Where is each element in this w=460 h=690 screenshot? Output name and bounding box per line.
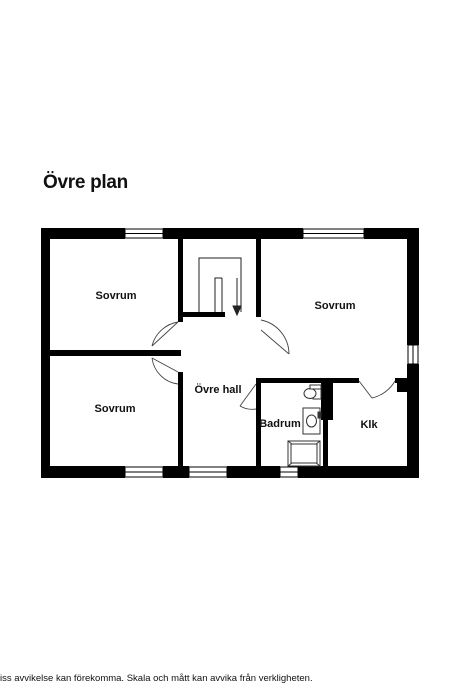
outer-walls [41, 228, 419, 478]
room-label-ovre-hall: Övre hall [194, 383, 241, 396]
room-label-sovrum-top-left: Sovrum [96, 290, 137, 302]
door-swing-icon [151, 319, 396, 410]
shower-icon [287, 440, 321, 467]
toilet-icon [303, 384, 322, 400]
room-label-badrum: Badrum [259, 418, 301, 430]
interior-walls [50, 239, 407, 466]
plan-title: Övre plan [43, 172, 128, 193]
disclaimer-text: iss avvikelse kan förekomma. Skala och m… [0, 673, 313, 684]
room-label-sovrum-right: Sovrum [315, 300, 356, 312]
room-label-sovrum-bottom-left: Sovrum [95, 403, 136, 415]
stair-icon [198, 257, 242, 317]
room-label-klk: Klk [360, 419, 378, 431]
window-icon [124, 228, 419, 478]
sink-icon [302, 407, 322, 435]
